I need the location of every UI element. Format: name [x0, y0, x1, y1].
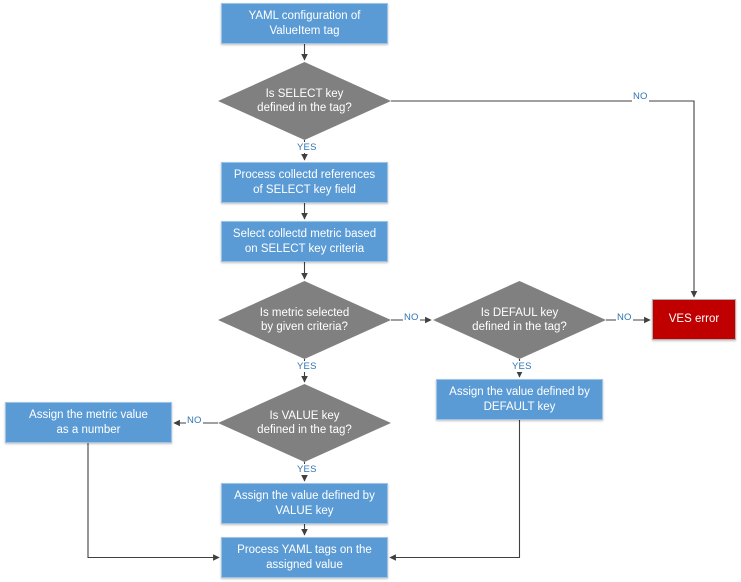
node-label: VES error — [668, 313, 720, 326]
node-yaml-configuration[interactable]: YAML configuration of ValueItem tag — [221, 3, 388, 44]
node-label: Is VALUE key defined in the tag? — [257, 409, 352, 436]
node-process-yaml-tags[interactable]: Process YAML tags on the assigned value — [221, 537, 388, 578]
node-ves-error[interactable]: VES error — [652, 299, 736, 340]
edge-label-select-key-yes: YES — [296, 142, 318, 153]
node-label: Select collectd metric based on SELECT k… — [232, 228, 377, 255]
node-assign-metric-value-as-number[interactable]: Assign the metric value as a number — [5, 402, 172, 443]
node-label: Assign the value defined by VALUE key — [234, 490, 375, 517]
node-is-select-key-defined[interactable]: Is SELECT key defined in the tag? — [218, 62, 391, 140]
node-label: Is SELECT key defined in the tag? — [257, 87, 352, 114]
node-process-collectd-references[interactable]: Process collectd references of SELECT ke… — [221, 162, 388, 203]
node-is-metric-selected[interactable]: Is metric selected by given criteria? — [218, 281, 391, 359]
connector-assign-number-to-process-yaml — [87, 443, 220, 561]
edge-label-defaul-key-yes: YES — [511, 361, 533, 372]
edge-label-value-key-yes: YES — [296, 464, 318, 475]
node-label: Process YAML tags on the assigned value — [237, 544, 372, 571]
edge-label-select-key-no: NO — [632, 91, 649, 102]
node-assign-value-default-key[interactable]: Assign the value defined by DEFAULT key — [436, 379, 603, 420]
edge-label-metric-selected-no: NO — [403, 312, 420, 323]
node-is-defaul-key-defined[interactable]: Is DEFAUL key defined in the tag? — [433, 281, 606, 359]
node-assign-value-value-key[interactable]: Assign the value defined by VALUE key — [221, 483, 388, 524]
node-label: Process collectd references of SELECT ke… — [233, 169, 376, 196]
node-label: Assign the value defined by DEFAULT key — [449, 386, 590, 413]
node-is-value-key-defined[interactable]: Is VALUE key defined in the tag? — [218, 384, 391, 462]
edge-label-value-key-no: NO — [186, 415, 203, 426]
node-label: YAML configuration of ValueItem tag — [248, 10, 361, 37]
connector-assign-default-to-process-yaml — [389, 420, 521, 561]
node-label: Is DEFAUL key defined in the tag? — [472, 306, 567, 333]
edge-label-metric-selected-yes: YES — [296, 361, 318, 372]
edge-label-defaul-key-no: NO — [616, 312, 633, 323]
node-select-collectd-metric[interactable]: Select collectd metric based on SELECT k… — [221, 221, 388, 262]
connector-select-no-to-ves-error — [391, 100, 698, 298]
node-label: Assign the metric value as a number — [29, 409, 148, 436]
node-label: Is metric selected by given criteria? — [259, 306, 350, 333]
